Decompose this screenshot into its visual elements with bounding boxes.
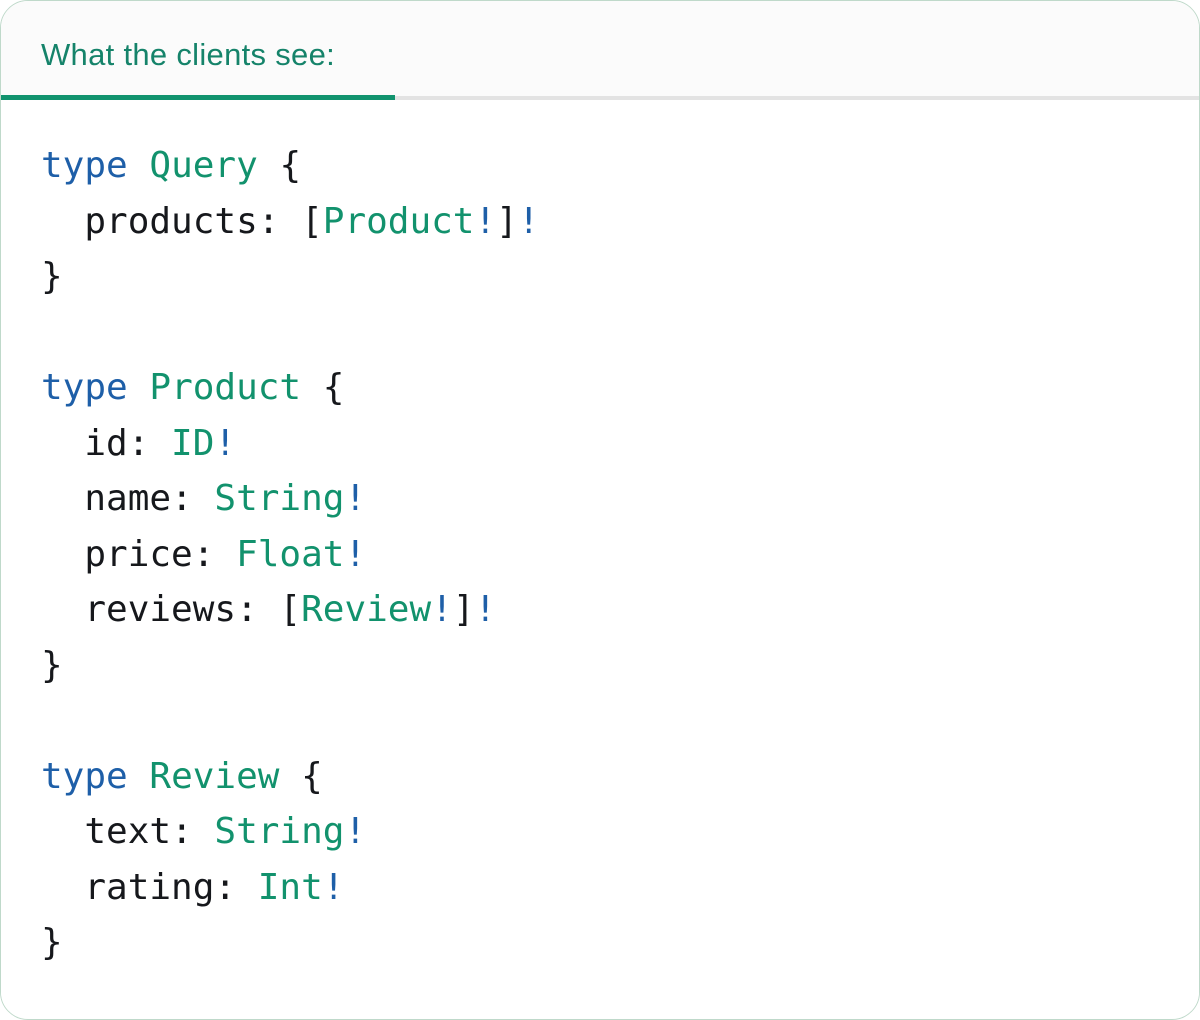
code-line — [41, 305, 1159, 361]
code-line: type Product { — [41, 367, 345, 408]
code-block: type Query { products: [Product!]!} type… — [1, 100, 1199, 1011]
code-line: reviews: [Review!]! — [41, 589, 497, 630]
tab-bar: What the clients see: — [1, 1, 1199, 100]
code-line: id: ID! — [41, 422, 237, 464]
code-line: price: Float! — [41, 533, 367, 575]
code-line: name: String! — [41, 478, 367, 519]
code-line: } — [41, 256, 63, 297]
tabbar-divider — [1, 96, 1199, 100]
code-line: products: [Product!]! — [41, 200, 540, 242]
code-line — [41, 693, 1159, 749]
code-line: } — [41, 644, 63, 686]
code-line: text: String! — [41, 811, 367, 852]
code-line: rating: Int! — [41, 866, 345, 908]
code-line: type Query { — [41, 145, 302, 186]
code-line: type Review { — [41, 755, 323, 797]
code-line: } — [41, 922, 63, 963]
active-tab-underline — [1, 95, 395, 100]
tab-clients-view[interactable]: What the clients see: — [1, 1, 395, 100]
tab-clients-view-label: What the clients see: — [41, 36, 336, 72]
